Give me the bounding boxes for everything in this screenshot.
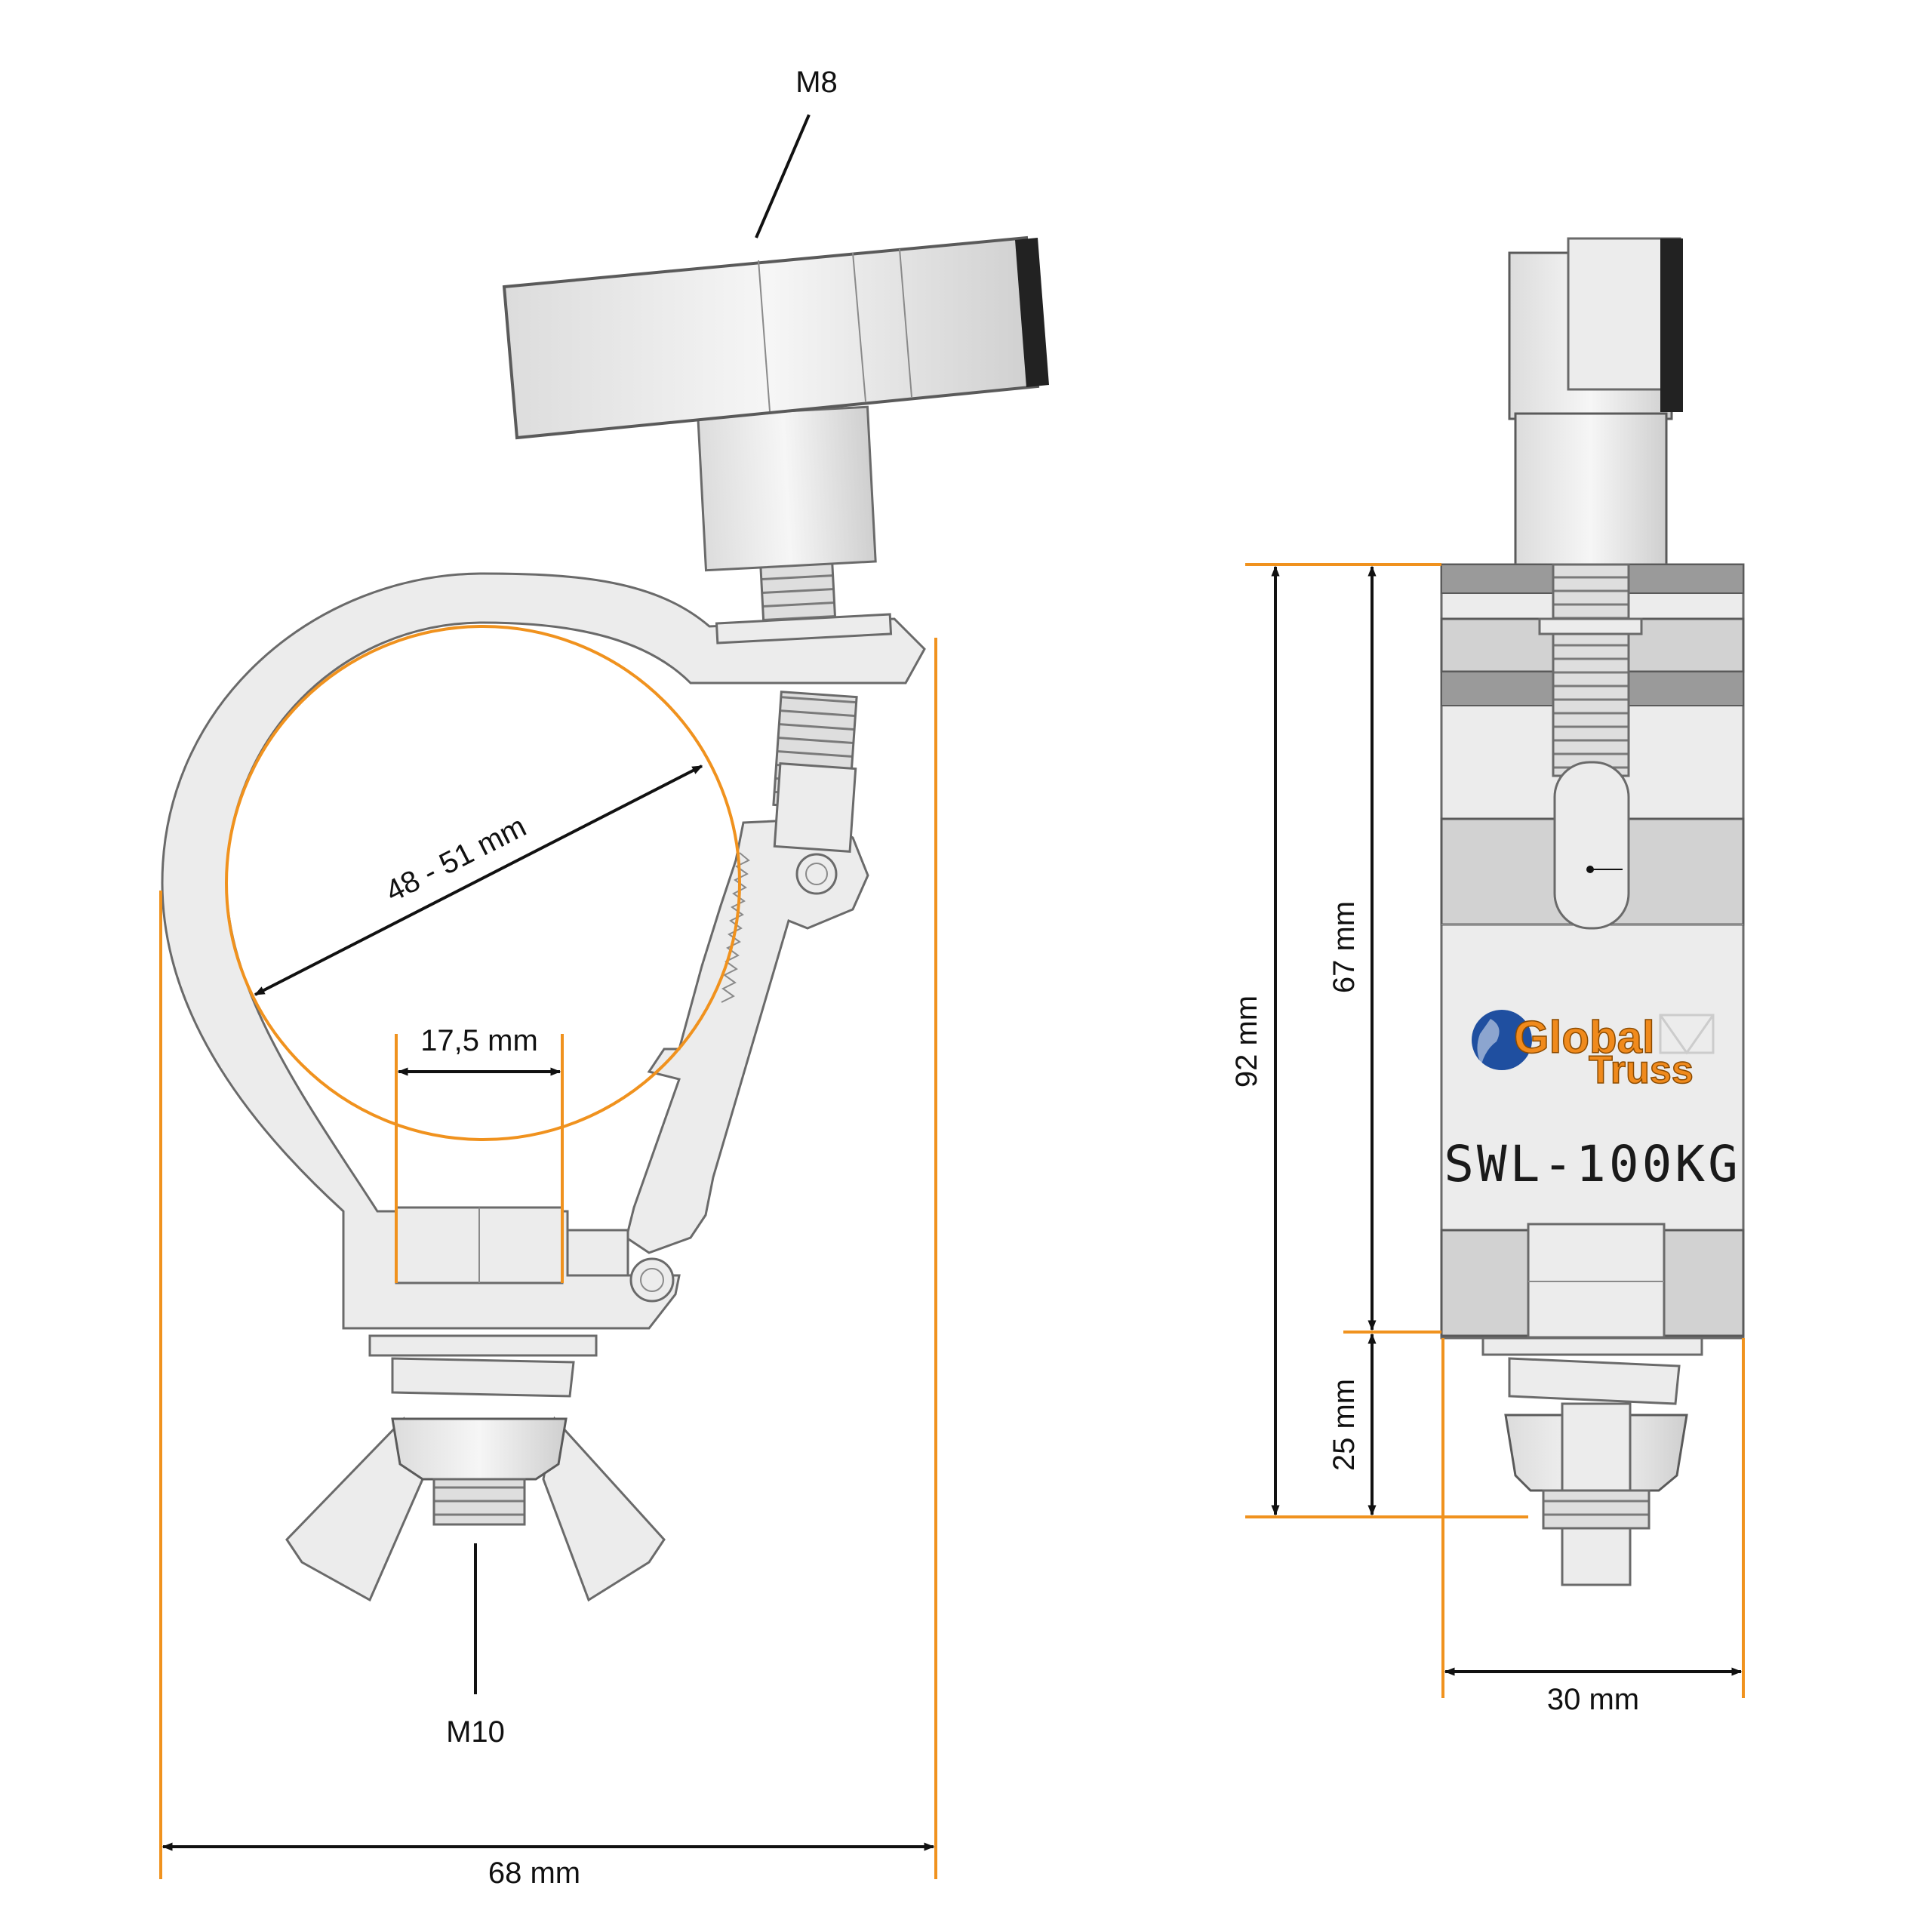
spring-tab [566,1229,629,1277]
m10-label: M10 [446,1715,505,1749]
wing-nut [285,1334,666,1602]
tube-diameter-label: 48 - 51 mm [380,810,531,909]
thumb-screw-tbar [502,235,1040,440]
lower-washer [368,1334,598,1357]
logo-line1: Global [1514,1012,1655,1063]
load-marking: SWL-100KG [1444,1135,1741,1193]
spring-washer [391,1357,575,1398]
front-lower-washer [1481,1337,1703,1356]
upper-hinge-pin [795,853,838,895]
tube-outline [225,625,741,1141]
thumb-screw [502,235,1049,853]
bolt-thread-end [432,1478,526,1526]
thickness-label: 30 mm [1547,1683,1639,1716]
lower-hinge-pin-hole [640,1268,664,1292]
front-screw-thread [1552,563,1630,777]
clamp-side-view: 48 - 51 mm 17,5 mm 68 mm M8 M10 [159,66,1049,1890]
clamp-front-view: Global Truss SWL-100KG 92 mm 67 mm 25 mm [1230,237,1745,1716]
thumb-screw-shank [697,405,877,572]
lower-hinge-pin [629,1257,675,1303]
body-height-label: 67 mm [1327,901,1361,993]
thumb-screw-tip [773,762,857,853]
upper-hinge-pin-hole [805,863,828,885]
thumb-screw-washer [715,613,893,645]
tube-diameter-arrow [254,764,703,996]
front-screw-collar [1514,412,1668,566]
m8-label: M8 [795,66,838,99]
front-screw-tip [1553,761,1630,930]
front-screw-washer [1538,617,1643,635]
bolt-projection-label: 25 mm [1327,1379,1361,1471]
front-bolt-thread [1542,1489,1651,1530]
m8-leader [755,114,811,238]
logo-line2: Truss [1589,1048,1694,1092]
throat-width-label: 17,5 mm [420,1024,538,1057]
overall-width-label: 68 mm [488,1857,580,1890]
wing-nut-hub [391,1417,568,1481]
global-truss-logo: Global Truss [1472,1010,1715,1093]
overall-height-label: 92 mm [1230,995,1263,1088]
front-spring-washer [1508,1357,1681,1405]
